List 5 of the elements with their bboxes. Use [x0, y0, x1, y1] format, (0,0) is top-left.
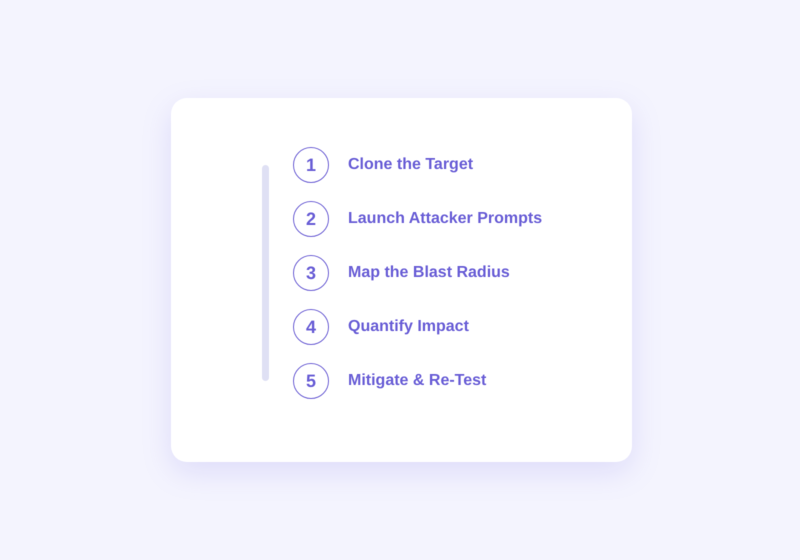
- step-label: Launch Attacker Prompts: [348, 209, 542, 229]
- step-label: Quantify Impact: [348, 317, 469, 337]
- step-label: Mitigate & Re-Test: [348, 371, 486, 391]
- step-label: Map the Blast Radius: [348, 263, 510, 283]
- step-label: Clone the Target: [348, 155, 474, 175]
